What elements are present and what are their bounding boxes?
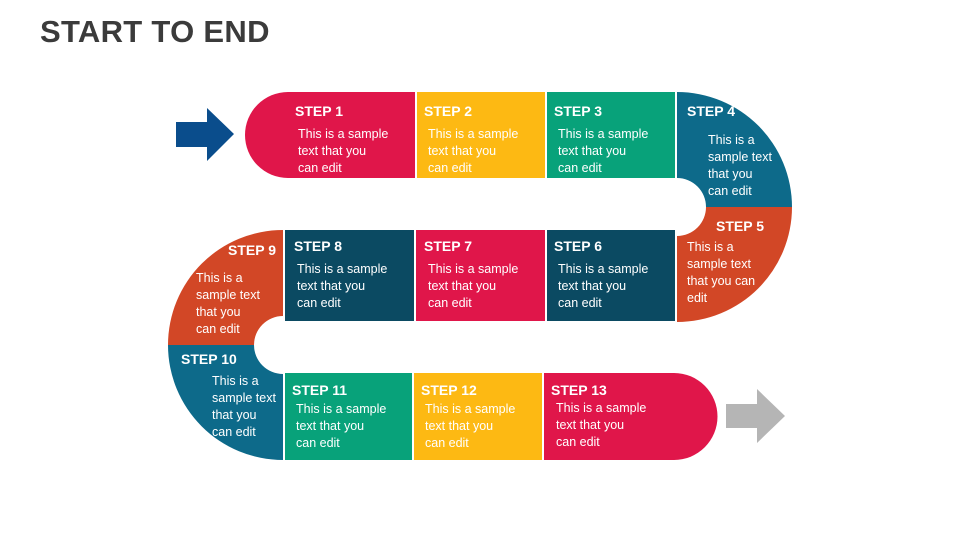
step-1-text-line: This is a sample	[298, 127, 388, 141]
step-3-text-line: This is a sample	[558, 127, 648, 141]
step-13-label: STEP 13 This is a sample text that you c…	[551, 382, 646, 449]
step-1-segment	[245, 92, 415, 178]
step-10-text-line: This is a	[212, 374, 259, 388]
step-11-text-line: text that you	[296, 419, 364, 433]
step-12-text-line: text that you	[425, 419, 493, 433]
step-8-text-line: This is a sample	[297, 262, 387, 276]
step-4-text-line: sample text	[708, 150, 772, 164]
step-11-label: STEP 11 This is a sample text that you c…	[292, 382, 386, 450]
step-3-label: STEP 3 This is a sample text that you ca…	[554, 103, 648, 175]
step-1-text-line: can edit	[298, 161, 342, 175]
step-11-text-line: This is a sample	[296, 402, 386, 416]
step-10-text-line: sample text	[212, 391, 276, 405]
step-12-label: STEP 12 This is a sample text that you c…	[421, 382, 515, 450]
step-8-label: STEP 8 This is a sample text that you ca…	[294, 238, 387, 310]
step-5-text-line: sample text	[687, 257, 751, 271]
step-9-title: STEP 9	[228, 242, 276, 258]
step-5-title: STEP 5	[716, 218, 764, 234]
step-11-segment	[285, 373, 412, 460]
step-8-text-line: can edit	[297, 296, 341, 310]
step-6-segment	[547, 230, 675, 321]
step-5-text-line: that you can	[687, 274, 755, 288]
step-4-text-line: that you	[708, 167, 753, 181]
step-3-segment	[547, 92, 675, 178]
step-7-label: STEP 7 This is a sample text that you ca…	[424, 238, 518, 310]
step-4-label: STEP 4 This is a sample text that you ca…	[687, 103, 772, 198]
step-13-text-line: This is a sample	[556, 401, 646, 415]
step-12-title: STEP 12	[421, 382, 477, 398]
step-11-text-line: can edit	[296, 436, 340, 450]
step-13-segment	[544, 373, 718, 460]
step-6-text-line: can edit	[558, 296, 602, 310]
step-4-title: STEP 4	[687, 103, 735, 119]
step-5-segment	[677, 207, 792, 322]
start-arrow-icon	[176, 108, 234, 161]
step-5-text-line: edit	[687, 291, 708, 305]
step-7-text-line: text that you	[428, 279, 496, 293]
step-8-text-line: text that you	[297, 279, 365, 293]
step-7-text-line: can edit	[428, 296, 472, 310]
step-5-label: STEP 5 This is a sample text that you ca…	[687, 218, 764, 305]
step-1-label: STEP 1 This is a sample text that you ca…	[295, 103, 388, 175]
step-8-segment	[285, 230, 414, 321]
step-12-text-line: This is a sample	[425, 402, 515, 416]
step-1-title: STEP 1	[295, 103, 343, 119]
step-7-text-line: This is a sample	[428, 262, 518, 276]
step-9-label: STEP 9 This is a sample text that you ca…	[196, 242, 276, 336]
step-12-segment	[414, 373, 542, 460]
step-1-text-line: text that you	[298, 144, 366, 158]
step-8-title: STEP 8	[294, 238, 342, 254]
step-2-segment	[417, 92, 545, 178]
step-13-text-line: can edit	[556, 435, 600, 449]
step-4-text-line: This is a	[708, 133, 755, 147]
page-title: START TO END	[40, 14, 270, 49]
step-2-title: STEP 2	[424, 103, 472, 119]
step-11-title: STEP 11	[292, 382, 347, 398]
step-6-text-line: This is a sample	[558, 262, 648, 276]
step-5-text-line: This is a	[687, 240, 734, 254]
step-3-text-line: text that you	[558, 144, 626, 158]
step-6-label: STEP 6 This is a sample text that you ca…	[554, 238, 648, 310]
step-4-text-line: can edit	[708, 184, 752, 198]
step-3-title: STEP 3	[554, 103, 602, 119]
step-9-text-line: can edit	[196, 322, 240, 336]
step-10-segment	[168, 345, 283, 460]
step-13-title: STEP 13	[551, 382, 607, 398]
step-10-text-line: can edit	[212, 425, 256, 439]
step-2-label: STEP 2 This is a sample text that you ca…	[424, 103, 518, 175]
step-9-text-line: that you	[196, 305, 241, 319]
end-arrow-icon	[726, 389, 785, 443]
step-3-text-line: can edit	[558, 161, 602, 175]
step-12-text-line: can edit	[425, 436, 469, 450]
step-13-text-line: text that you	[556, 418, 624, 432]
step-2-text-line: This is a sample	[428, 127, 518, 141]
step-10-label: STEP 10 This is a sample text that you c…	[181, 351, 276, 439]
step-6-text-line: text that you	[558, 279, 626, 293]
step-10-text-line: that you	[212, 408, 257, 422]
step-9-text-line: sample text	[196, 288, 260, 302]
step-2-text-line: can edit	[428, 161, 472, 175]
step-10-title: STEP 10	[181, 351, 237, 367]
step-4-segment	[677, 92, 792, 207]
step-9-segment	[168, 230, 283, 345]
step-9-text-line: This is a	[196, 271, 243, 285]
step-7-segment	[416, 230, 545, 321]
step-2-text-line: text that you	[428, 144, 496, 158]
step-7-title: STEP 7	[424, 238, 472, 254]
step-6-title: STEP 6	[554, 238, 602, 254]
